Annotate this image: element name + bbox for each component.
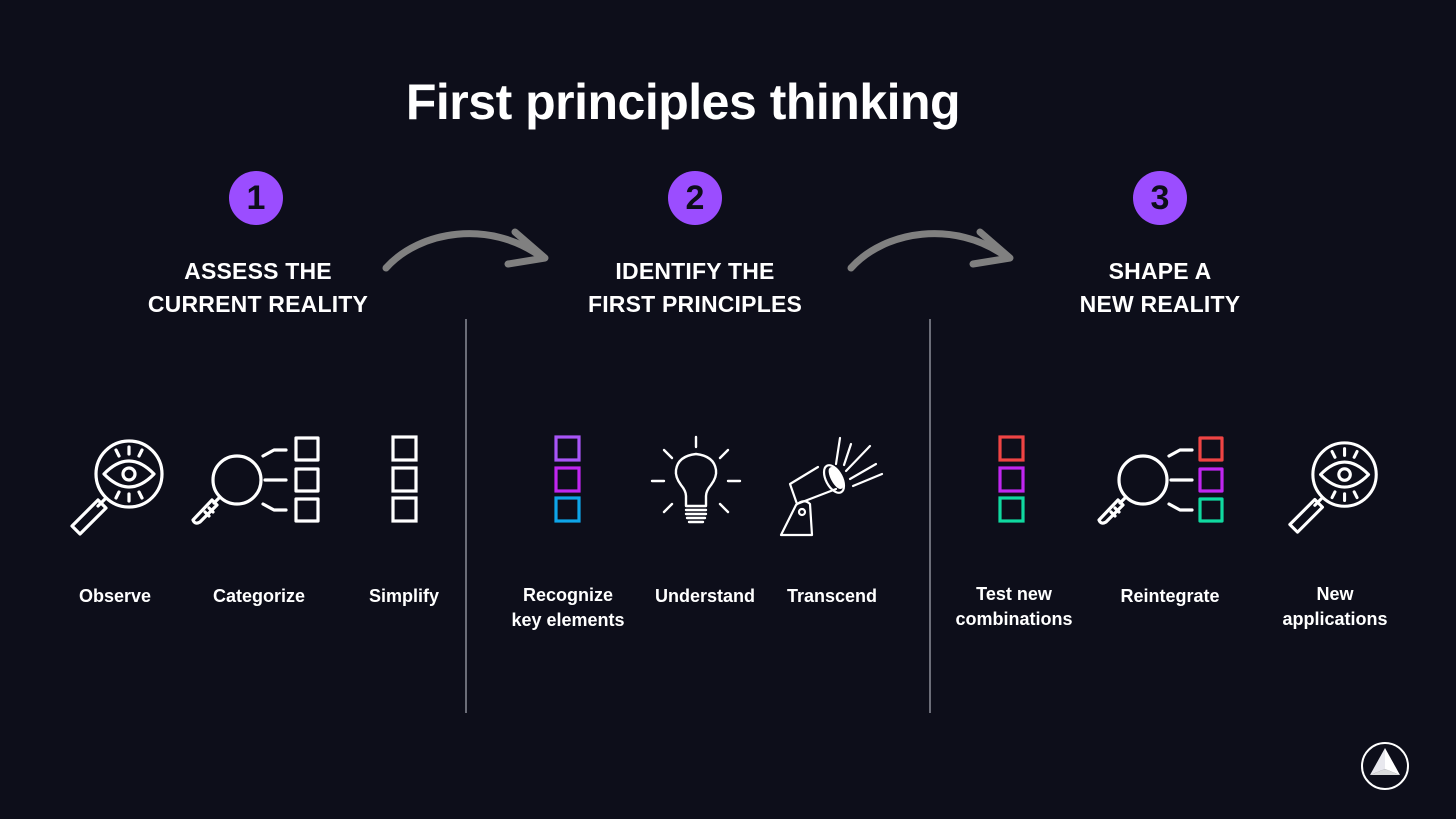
step-1-badge: 1 [229, 171, 283, 225]
section-divider [929, 319, 931, 713]
item-label-observe: Observe [35, 584, 195, 609]
stacked-squares-icon [391, 435, 418, 523]
label-line1: Transcend [786, 586, 878, 606]
label-line1: Observe [78, 586, 152, 606]
label-line1: Reintegrate [1120, 586, 1220, 606]
eye-magnifier-icon [70, 439, 164, 536]
colored-squares-icon [998, 435, 1025, 523]
step-3-title-line1: SHAPE A [1108, 258, 1212, 284]
step-2-number: 2 [685, 179, 705, 217]
item-label-categorize: Categorize [179, 584, 339, 609]
step-1-title-line1: ASSESS THE [184, 258, 332, 284]
item-label-recognize: Recognize key elements [488, 583, 648, 633]
label-line1: Understand [654, 586, 755, 606]
label-line2: key elements [511, 610, 625, 630]
step-3-title-line2: NEW REALITY [1079, 291, 1241, 317]
label-line2: combinations [955, 609, 1073, 629]
label-line2: applications [1282, 609, 1388, 629]
magnifier-categories-colored-icon [1097, 436, 1224, 525]
page-title: First principles thinking [405, 74, 961, 130]
step-2-title-line2: FIRST PRINCIPLES [587, 291, 803, 317]
arrow-right-icon [382, 228, 549, 272]
step-2-badge: 2 [668, 171, 722, 225]
step-3-number: 3 [1150, 179, 1170, 217]
section-divider [465, 319, 467, 713]
step-1-number: 1 [246, 179, 266, 217]
label-line1: Recognize [522, 585, 614, 605]
magnifier-categories-icon [191, 436, 320, 525]
eye-magnifier-icon [1288, 441, 1378, 534]
item-label-simplify: Simplify [324, 584, 484, 609]
label-line1: New [1316, 584, 1354, 604]
item-label-understand: Understand [625, 584, 785, 609]
item-label-new-applications: New applications [1255, 582, 1415, 632]
item-label-transcend: Transcend [752, 584, 912, 609]
item-label-reintegrate: Reintegrate [1090, 584, 1250, 609]
step-2-title-line1: IDENTIFY THE [615, 258, 775, 284]
lightbulb-icon [650, 435, 742, 524]
spotlight-icon [779, 436, 884, 537]
step-3-title: SHAPE A NEW REALITY [990, 255, 1330, 321]
step-1-title: ASSESS THE CURRENT REALITY [88, 255, 428, 321]
triangle-circle-logo-icon [1361, 742, 1409, 790]
label-line1: Categorize [212, 586, 306, 606]
label-line1: Test new [976, 584, 1052, 604]
step-2-title: IDENTIFY THE FIRST PRINCIPLES [525, 255, 865, 321]
arrow-right-icon [847, 228, 1014, 272]
item-label-test-new-combinations: Test new combinations [934, 582, 1094, 632]
step-1-title-line2: CURRENT REALITY [147, 291, 369, 317]
colored-squares-icon [554, 435, 581, 523]
label-line1: Simplify [368, 586, 439, 606]
step-3-badge: 3 [1133, 171, 1187, 225]
